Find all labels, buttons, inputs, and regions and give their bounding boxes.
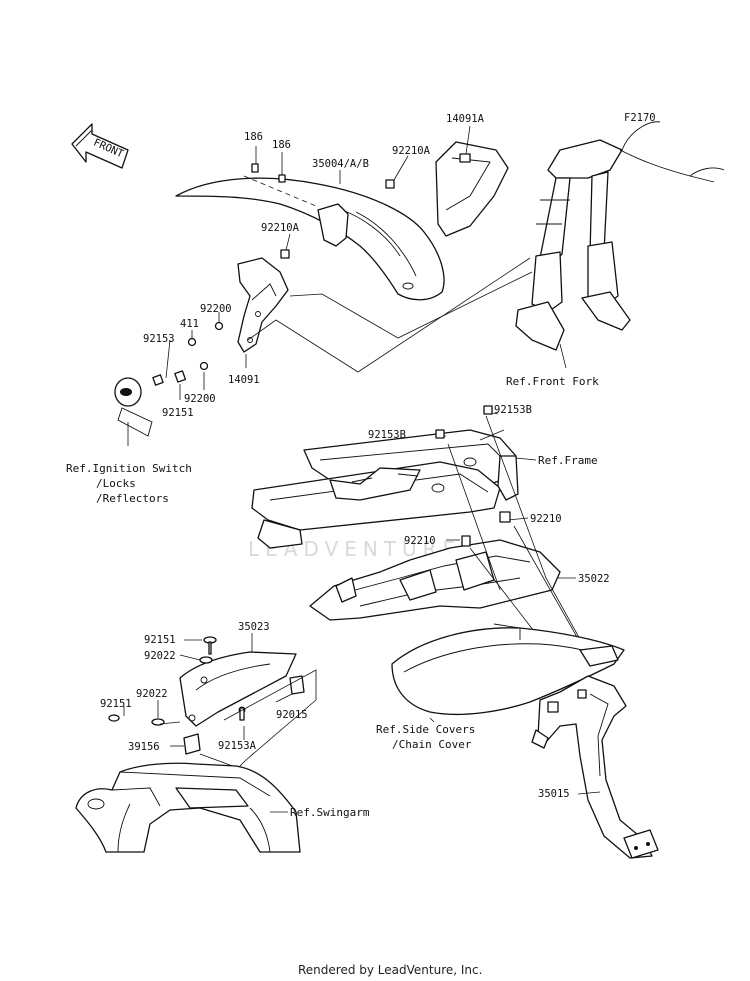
label-92022-b: 92022 [136,688,168,700]
label-92200-b: 92200 [184,393,216,405]
footer-credit: Rendered by LeadVenture, Inc. [298,963,482,977]
rear-subframe-part [251,429,519,549]
label-92151-b: 92151 [144,634,176,646]
reflector-part [114,377,153,437]
rear-fender-leader [577,791,601,795]
front-fender-part [175,177,445,301]
chain-guard-35023-part [179,651,305,755]
label-14091A: 14091A [446,113,485,125]
label-92153B: 92153B [368,429,406,441]
chain-guard-hardware [108,636,245,726]
label-35022: 35022 [578,573,610,585]
front-leader-lines [127,125,567,446]
swingarm-part [75,762,301,853]
ref-side-covers-line1: Ref.Side Covers [376,723,475,736]
label-92153A: 92153A [218,740,257,752]
side-panel-14091A-part [435,141,509,237]
label-92151-a: 92151 [162,407,194,419]
label-186-a: 186 [244,131,263,143]
label-92015: 92015 [276,709,308,721]
front-hardware-parts [152,163,395,386]
label-92210A-mid: 92210A [261,222,300,234]
label-92153: 92153 [143,333,175,345]
side-cover-leader [429,717,435,723]
side-panel-14091-part [237,257,289,353]
ref-ignition-line3: /Reflectors [96,492,169,505]
nut-92210-right [499,511,511,523]
label-35015: 35015 [538,788,570,800]
label-92153B-top: 92153B [494,404,532,416]
inner-rear-fender-35022-part [309,535,561,621]
front-fork-part [515,121,725,351]
label-92022-a: 92022 [144,650,176,662]
rear-fender-35015-part [531,675,659,859]
ref-front-fork: Ref.Front Fork [506,375,599,388]
label-92210-mid: 92210 [404,535,436,547]
label-92210A-top: 92210A [392,145,431,157]
front-direction-arrow-icon: FRONT [71,123,129,169]
label-92200-a: 92200 [200,303,232,315]
rear-cowl-part [391,623,625,716]
label-92151-c: 92151 [100,698,132,710]
label-39156: 39156 [128,741,160,753]
label-186-b: 186 [272,139,291,151]
diagram-id: F2170 [624,112,656,124]
clip-92153B-top [483,405,493,415]
label-92210-right: 92210 [530,513,562,525]
ref-ignition-line2: /Locks [96,477,136,490]
ref-side-covers-line2: /Chain Cover [392,738,472,751]
label-411: 411 [180,318,199,330]
label-35004: 35004/A/B [312,158,369,170]
label-35023: 35023 [238,621,270,633]
ref-frame: Ref.Frame [538,454,598,467]
clip-92153B [435,429,445,439]
ref-ignition-line1: Ref.Ignition Switch [66,462,192,475]
label-14091: 14091 [228,374,260,386]
ref-swingarm: Ref.Swingarm [290,806,370,819]
